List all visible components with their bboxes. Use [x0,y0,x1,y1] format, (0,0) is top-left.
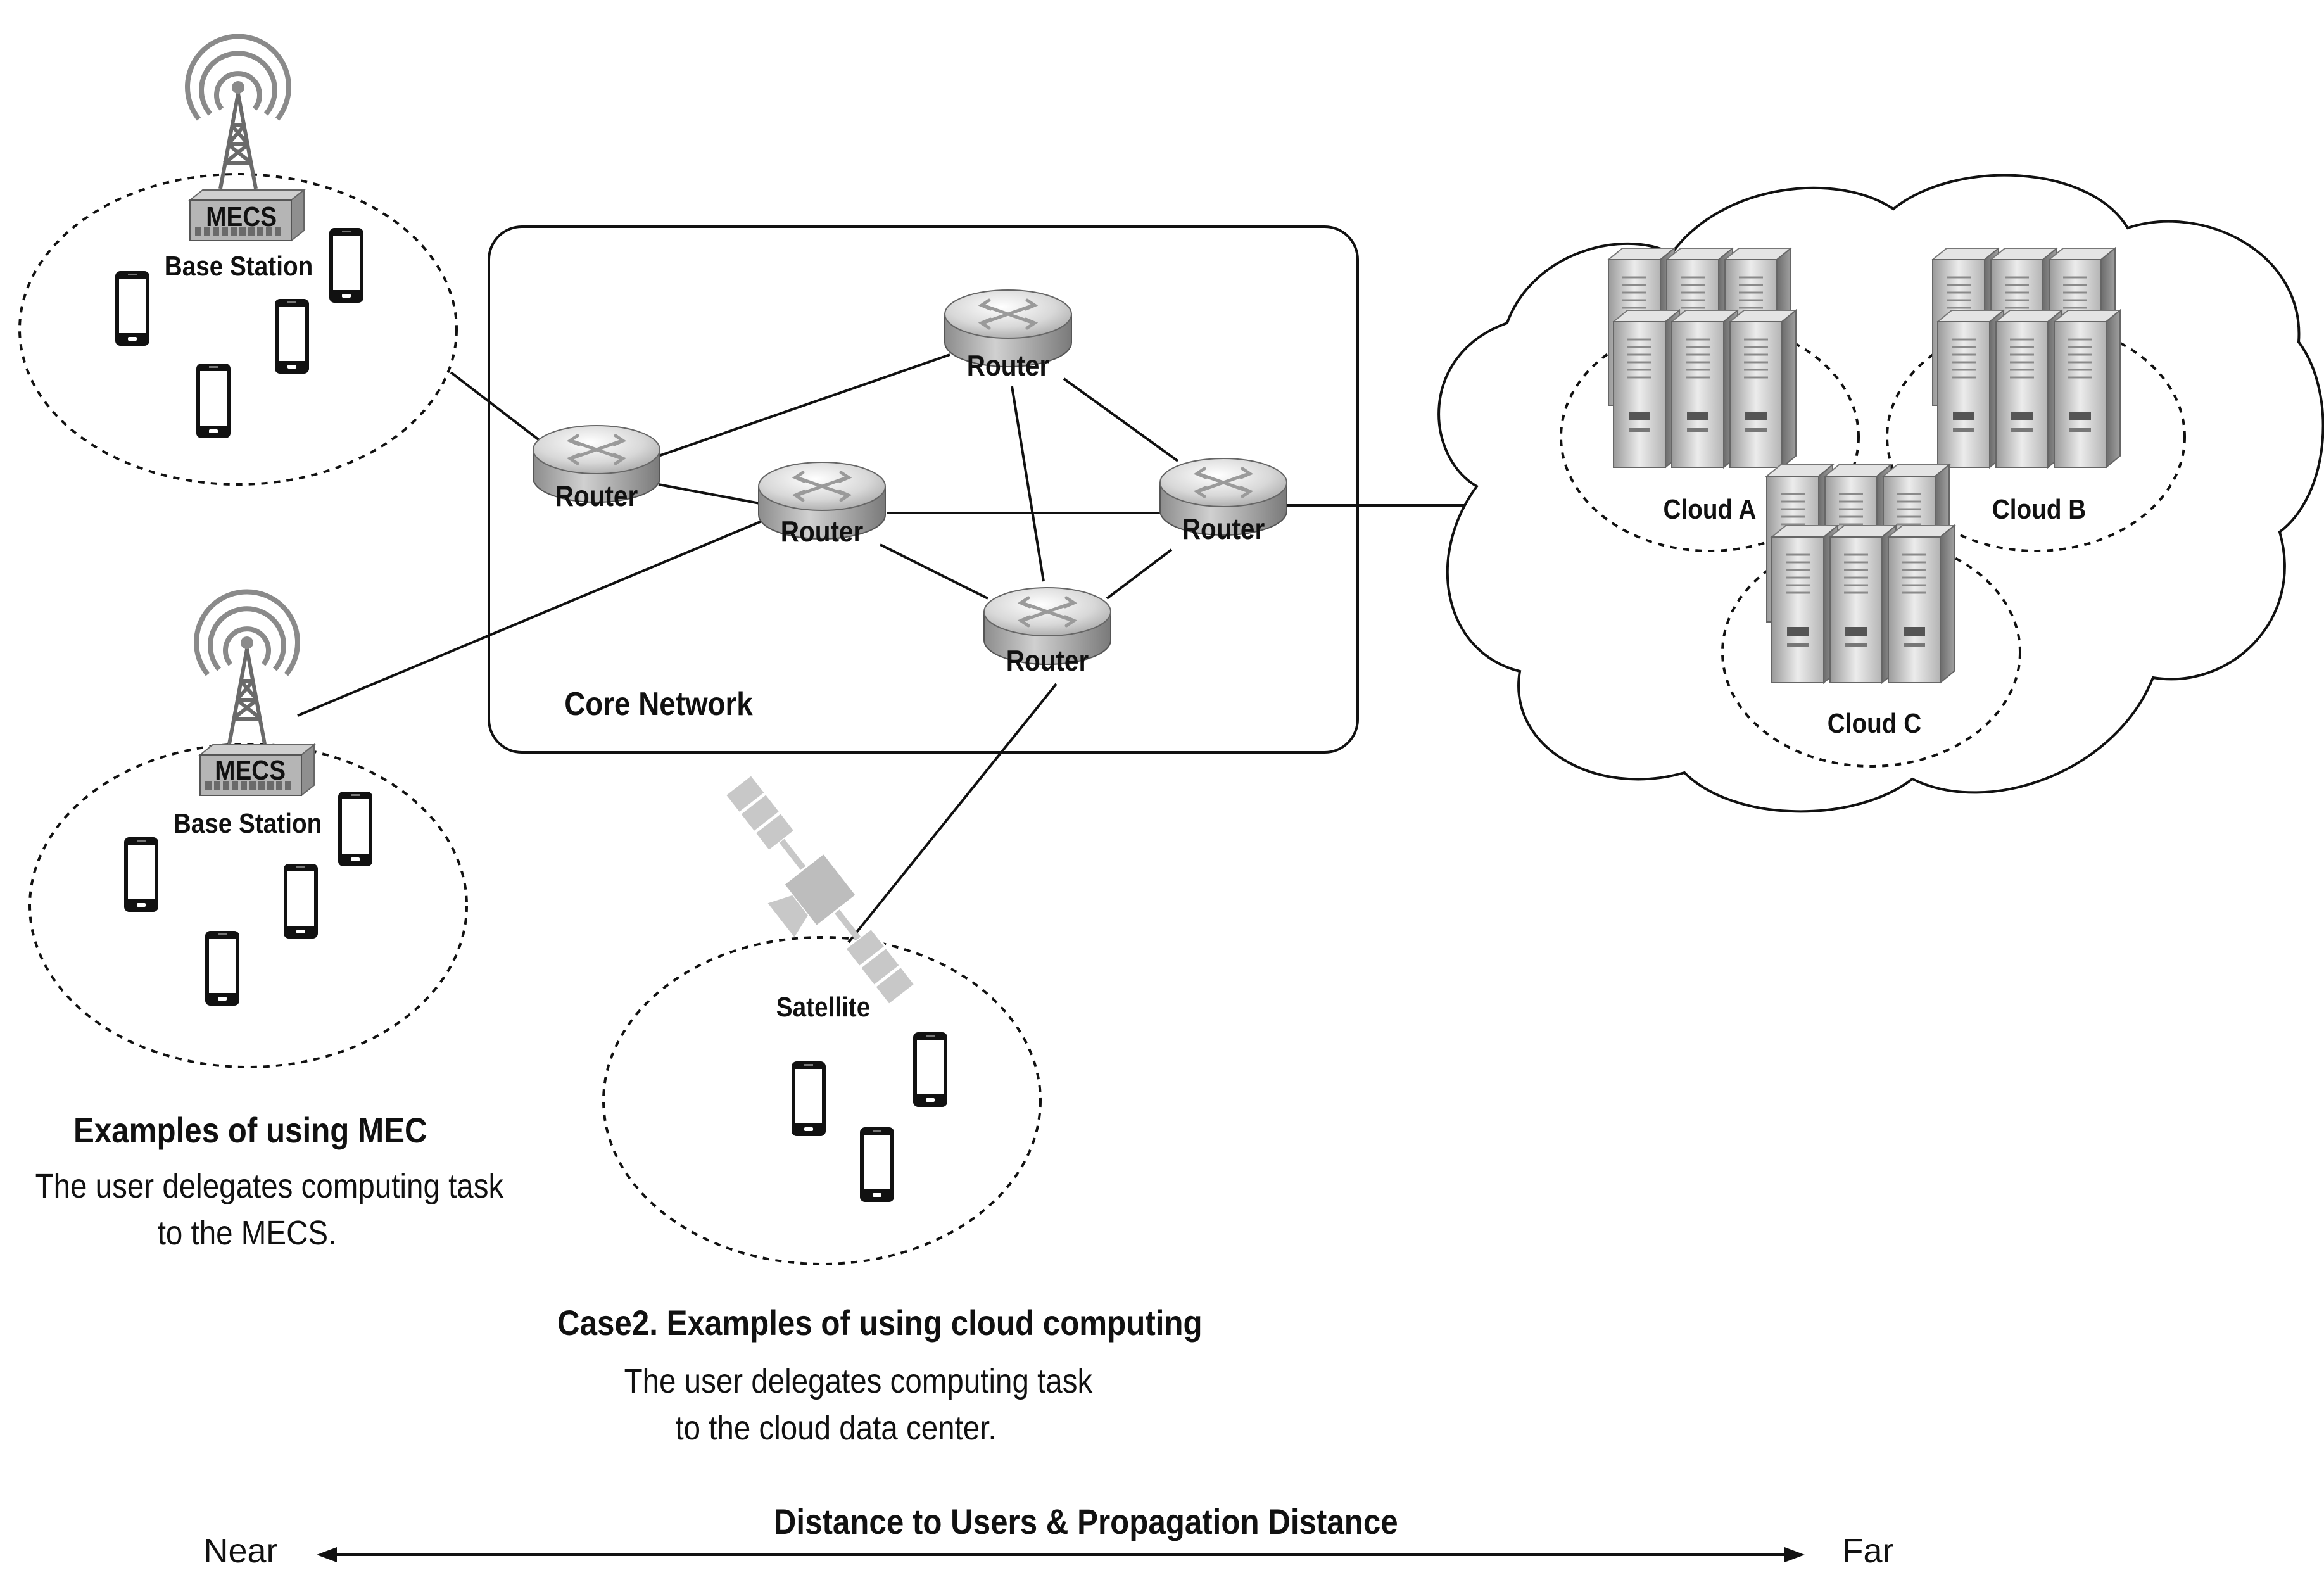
case-cloud-title: Case2. Examples of using cloud computing [557,1303,1203,1343]
case-cloud-line-2: to the cloud data center. [675,1409,997,1447]
link-bs2-router2 [297,518,767,717]
smartphone-icon [196,364,231,438]
distance-axis-title: Distance to Users & Propagation Distance [773,1502,1398,1541]
link-router5-router4 [1106,548,1173,600]
link-router1-router2 [658,483,761,505]
smartphone-icon [860,1127,894,1202]
router-label-3: Router [966,349,1050,382]
case-cloud-line-1: The user delegates computing task [624,1362,1093,1400]
smartphone-icon [124,837,158,912]
cloud-a-label: Cloud A [1663,494,1757,525]
cloud-a-servers [1607,247,1797,469]
smartphone-icon [275,299,309,374]
link-router5-satellite [847,683,1058,944]
mecs-label-2: MECS [215,755,286,786]
cloud-b-servers [1931,247,2121,469]
satellite-icon [724,773,916,1006]
smartphone-icon [205,931,239,1006]
router-label-2: Router [780,515,864,548]
smartphone-icon [329,228,363,303]
case-mec-line-1: The user delegates computing task [35,1167,504,1205]
base-station-label-2: Base Station [173,808,322,839]
connection-lines [297,353,1469,944]
cloud-c-label: Cloud C [1827,708,1922,739]
antenna-tower-icon [196,591,298,744]
router-label-1: Router [555,479,638,512]
router-label-5: Router [1006,644,1089,677]
coverage-area-satellite [602,936,1042,1265]
smartphone-icon [115,271,149,346]
case-mec-title: Examples of using MEC [73,1110,427,1150]
case-mec-line-2: to the MECS. [157,1214,337,1252]
link-router2-router5 [880,543,988,600]
core-network-label: Core Network [564,686,753,723]
base-station-label-1: Base Station [164,251,313,282]
link-bs1-router1 [450,371,545,445]
distance-axis-arrow [317,1547,1805,1562]
satellite-label: Satellite [776,992,871,1023]
smartphone-icon [913,1032,947,1107]
smartphone-icon [792,1061,826,1136]
antenna-tower-icon [187,36,289,189]
coverage-area-base-station-1 [18,173,458,486]
smartphone-icon [338,792,372,866]
smartphone-icon [284,864,318,939]
link-router3-router4 [1063,377,1179,462]
link-router1-router3 [658,353,950,457]
router-label-4: Router [1182,512,1265,545]
link-router3-router5 [1011,386,1045,582]
user-devices-satellite [792,1032,947,1202]
cloud-c-servers [1765,464,1955,684]
cloud-b-label: Cloud B [1992,494,2087,525]
mecs-label-1: MECS [206,201,277,232]
axis-near-label: Near [203,1532,278,1570]
axis-far-label: Far [1842,1532,1894,1570]
core-network-box [488,225,1359,754]
